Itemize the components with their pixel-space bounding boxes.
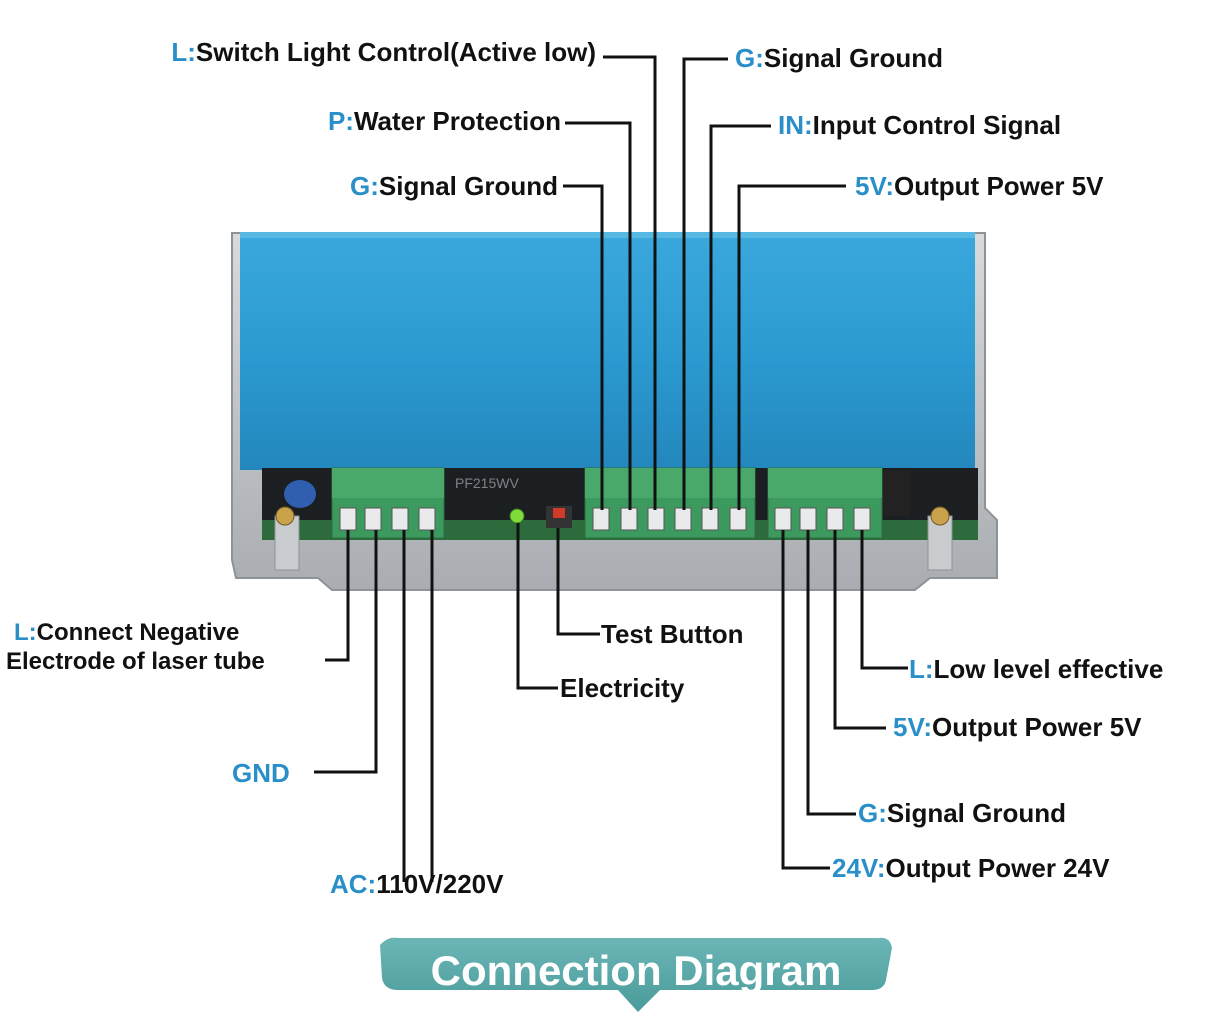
leader-water-protection [565, 121, 632, 510]
label-water-protection: P:Water Protection [327, 106, 561, 136]
label-output-power-5v-top: 5V:Output Power 5V [855, 171, 1104, 201]
label-low-level-effective: L:Low level effective [909, 654, 1164, 684]
terminal-block-right [767, 467, 883, 539]
label-signal-ground-top-left: G:Signal Ground [350, 171, 558, 201]
screw-left [275, 506, 295, 526]
cover-highlight [240, 232, 975, 238]
label-gnd: GND [232, 758, 290, 788]
banner-title: Connection Diagram [430, 947, 842, 994]
blue-cover [240, 232, 975, 470]
device-marking: PF215WV [455, 475, 519, 491]
blue-capacitor [284, 480, 316, 508]
test-button-cap[interactable] [553, 508, 565, 518]
label-laser-tube-negative: L:Connect Negative Electrode of laser tu… [6, 619, 265, 676]
leader-signal-ground-top-right [682, 57, 728, 510]
leader-signal-ground-bottom [806, 530, 856, 816]
leader-test-button [556, 528, 600, 636]
electricity-led [509, 508, 525, 524]
label-output-power-24v: 24V:Output Power 24V [832, 853, 1110, 883]
terminal-screws-right [774, 507, 871, 531]
screw-right [930, 506, 950, 526]
leader-low-level [860, 530, 908, 670]
banner [380, 937, 892, 1012]
label-output-power-5v-bottom: 5V:Output Power 5V [893, 712, 1142, 742]
label-signal-ground-bottom: G:Signal Ground [858, 798, 1066, 828]
terminal-block-left [331, 467, 445, 539]
leader-gnd [314, 530, 378, 774]
label-test-button: Test Button [601, 619, 744, 649]
leader-switch-light [603, 55, 657, 510]
black-capacitor [880, 470, 910, 516]
leader-input-control [709, 124, 771, 510]
leader-laser-negative [325, 530, 350, 662]
leader-output-5v-top [737, 184, 846, 510]
leader-signal-ground-top-left [563, 184, 604, 510]
label-electricity: Electricity [560, 673, 685, 703]
label-signal-ground-top-right: G:Signal Ground [735, 43, 943, 73]
leader-lines [314, 55, 908, 882]
label-ac-input: AC:110V/220V [330, 869, 504, 899]
terminal-screws-left [339, 507, 436, 531]
banner-shape [380, 937, 892, 1012]
leader-output-24v [781, 530, 830, 870]
leader-output-5v-bottom [833, 530, 886, 730]
label-switch-light-control: L:Switch Light Control(Active low) [171, 37, 596, 67]
label-input-control-signal: IN:Input Control Signal [778, 110, 1062, 140]
leader-electricity [516, 523, 558, 690]
terminal-block-middle [584, 467, 756, 539]
power-supply-device: PF215WV [231, 232, 998, 591]
terminal-screws-middle [592, 507, 747, 531]
